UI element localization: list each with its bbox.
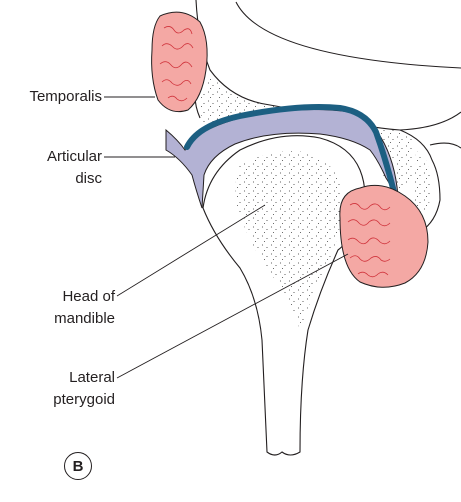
label-head-of-mandible-line2: mandible bbox=[4, 309, 115, 329]
temporalis-muscle bbox=[152, 12, 208, 111]
label-lateral-pterygoid-line1: Lateral bbox=[4, 368, 115, 388]
label-articular-disc-line2: disc bbox=[4, 169, 102, 189]
leader-lateral-pterygoid bbox=[117, 254, 348, 378]
label-articular-disc-line1: Articular bbox=[4, 147, 102, 167]
label-head-of-mandible-line1: Head of bbox=[4, 287, 115, 307]
label-lateral-pterygoid-line2: pterygoid bbox=[4, 390, 115, 410]
panel-label-badge: B bbox=[64, 452, 92, 480]
label-temporalis: Temporalis bbox=[4, 87, 102, 107]
